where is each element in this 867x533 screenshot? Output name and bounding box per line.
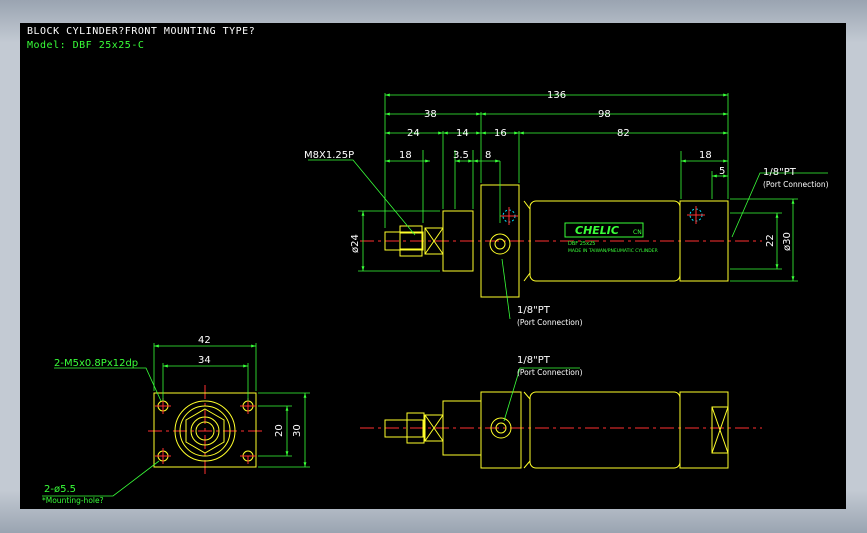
front-port-outer (489, 233, 511, 255)
piston-rod (384, 231, 424, 251)
end-view (148, 385, 265, 475)
dim-22: 22 (765, 234, 776, 247)
dim-end-34: 34 (198, 355, 211, 366)
dim-14: 14 (456, 128, 469, 139)
front-port-inner (494, 238, 506, 250)
bottom-front-block (480, 391, 522, 469)
cad-drawing: CHELIC CN DBF 25x25 MADE IN TAIWAN/PNEUM… (42, 90, 829, 505)
label-line-1: DBF 25x25 (568, 241, 595, 247)
side-dimensions (308, 93, 828, 320)
dim-overall-length: 136 (547, 90, 566, 101)
end-plate (153, 392, 257, 468)
dim-18-left: 18 (399, 150, 412, 161)
bottom-rear-cap (679, 391, 729, 469)
rod-nut (399, 225, 423, 257)
callout-rod-thread: M8X1.25P (304, 150, 354, 161)
dim-end-42: 42 (198, 335, 211, 346)
drawing-title: BLOCK CYLINDER?FRONT MOUNTING TYPE? (27, 26, 256, 37)
bottom-barrel (529, 391, 681, 469)
end-boss-outer (174, 400, 236, 462)
bottom-rod (384, 419, 424, 438)
brand-code: CN (633, 229, 642, 236)
dim-front-length: 38 (424, 109, 437, 120)
callout-port-rear-sub: (Port Connection) (763, 180, 829, 189)
dim-dia24: ø24 (350, 234, 361, 253)
dim-18-right: 18 (699, 150, 712, 161)
dim-82: 82 (617, 128, 630, 139)
dim-end-30: 30 (292, 424, 303, 437)
drawing-canvas[interactable]: BLOCK CYLINDER?FRONT MOUNTING TYPE? Mode… (20, 23, 846, 509)
bottom-nut (406, 412, 425, 444)
dim-end-20: 20 (274, 424, 285, 437)
brand-label (564, 222, 644, 238)
end-hex-nut (185, 408, 225, 454)
bottom-port-outer (490, 417, 512, 439)
callout-mount-holes: 2-ø5.5 (44, 484, 76, 495)
callout-port-front: 1/8"PT (517, 305, 551, 316)
callout-port-front-sub: (Port Connection) (517, 318, 583, 327)
end-dimensions (42, 343, 310, 497)
callout-port-bottom-sub: (Port Connection) (517, 368, 583, 377)
dim-8: 8 (485, 150, 491, 161)
front-boss (442, 210, 474, 272)
dim-rear-length: 98 (598, 109, 611, 120)
brand-text: CHELIC (575, 224, 619, 237)
dim-5: 5 (719, 166, 725, 177)
dim-16: 16 (494, 128, 507, 139)
label-line-2: MADE IN TAIWAN/PNEUMATIC CYLINDER (568, 248, 658, 254)
dim-24: 24 (407, 128, 420, 139)
dim-dia30: ø30 (782, 232, 793, 251)
callout-mount-holes-sub: *Mounting-hole? (42, 496, 104, 505)
model-label: Model: DBF 25x25-C (27, 40, 145, 51)
callout-port-bottom: 1/8"PT (517, 355, 551, 366)
callout-port-rear: 1/8"PT (763, 167, 797, 178)
side-view: CHELIC CN DBF 25x25 MADE IN TAIWAN/PNEUM… (360, 184, 762, 298)
dim-3-5: 3.5 (453, 150, 469, 161)
bottom-view (360, 391, 762, 469)
callout-tapped-holes: 2-M5x0.8Px12dp (54, 358, 138, 369)
